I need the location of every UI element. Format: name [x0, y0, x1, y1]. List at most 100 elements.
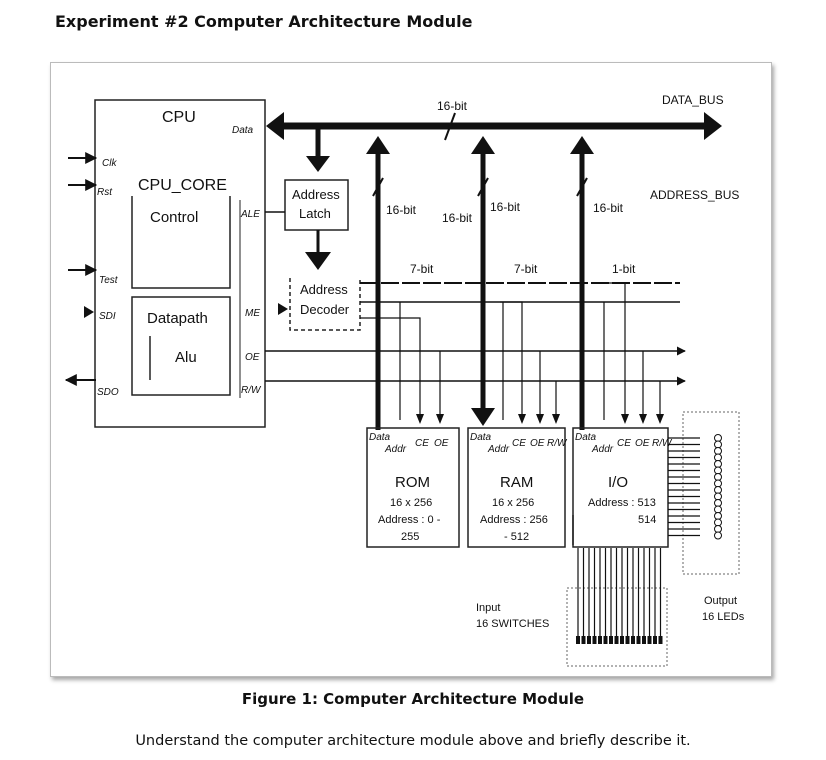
io-box [572, 427, 669, 548]
rom-width-label: 16-bit [386, 203, 417, 217]
ram-address-2: - 512 [504, 531, 529, 543]
led-output-lines [668, 434, 722, 540]
sdi-label: SDI [99, 311, 116, 322]
io-addr-width: 1-bit [612, 262, 636, 276]
led-icon [714, 453, 722, 462]
ram-pin-data: Data [470, 432, 492, 443]
ce-line-rom [360, 317, 421, 420]
led-icon [714, 473, 722, 481]
io-name: I/O [608, 474, 628, 491]
io-address-1: Address : 513 [588, 497, 656, 509]
cpu-core-label: CPU_CORE [138, 177, 227, 194]
address-decoder-box [289, 278, 361, 331]
data-bus-width-slash [444, 112, 456, 141]
led-icon [714, 486, 722, 494]
switch-icon [647, 636, 652, 644]
ram-data-arrow-top [471, 136, 495, 154]
data-bus-arrow-right [704, 112, 722, 140]
switch-icon [598, 636, 602, 644]
datapath-label: Datapath [147, 310, 208, 327]
cpu-box [94, 99, 266, 428]
io-pin-rw: R/W [652, 438, 673, 449]
io-data-arrow [570, 136, 594, 154]
pin-arrowheads [416, 414, 664, 424]
data-bus-width-label: 16-bit [437, 99, 468, 113]
cpu-port-me: ME [245, 308, 260, 319]
ram-pin-rw: R/W [547, 438, 568, 449]
output-label-2: 16 LEDs [702, 611, 745, 623]
switch-icon [658, 636, 663, 644]
io-width-slash [576, 177, 588, 197]
test-label: Test [99, 275, 119, 286]
led-icon [714, 492, 722, 501]
latch-to-decoder-head [305, 252, 331, 270]
input-label-1: Input [476, 602, 500, 614]
switch-icon [581, 636, 586, 644]
led-icon [714, 512, 722, 520]
rom-address-1: Address : 0 - [378, 514, 441, 526]
output-label-1: Output [704, 595, 737, 607]
rom-addr-width: 7-bit [410, 262, 434, 276]
led-icon [714, 447, 722, 455]
switch-input-lines [576, 548, 663, 644]
ram-pin-ce: CE [512, 438, 526, 449]
switch-icon [576, 636, 580, 644]
led-icon [714, 440, 722, 449]
data-bus-arrow-left [266, 112, 284, 140]
ram-pin-oe: OE [530, 438, 545, 449]
address-decoder-label-1: Address [300, 282, 348, 297]
sdo-label: SDO [97, 387, 119, 398]
ram-data-arrow-bottom [471, 408, 495, 426]
rom-box [366, 427, 460, 548]
rst-label: Rst [97, 187, 113, 198]
switch-icon [653, 636, 657, 644]
led-icon [714, 525, 722, 533]
rom-pin-oe: OE [434, 438, 449, 449]
io-pin-addr: Addr [591, 444, 614, 455]
cpu-port-ale: ALE [240, 209, 260, 220]
led-icon [714, 531, 722, 540]
cpu-port-rw: R/W [241, 385, 262, 396]
cpu-title: CPU [162, 109, 196, 126]
switch-icon [636, 636, 641, 644]
io-width-label: 16-bit [593, 201, 624, 215]
sdi-arrow [84, 306, 94, 318]
ram-size: 16 x 256 [492, 497, 534, 509]
rom-data-arrow [366, 136, 390, 154]
led-icon [714, 505, 722, 514]
figure-frame [50, 62, 772, 677]
ram-width-slash [477, 177, 489, 197]
input-label-2: 16 SWITCHES [476, 618, 549, 630]
io-pin-data: Data [575, 432, 597, 443]
address-decoder-label-2: Decoder [300, 302, 350, 317]
address-latch-label-1: Address [292, 187, 340, 202]
me-arrow [278, 303, 288, 315]
switch-icon [587, 636, 591, 644]
io-pin-ce: CE [617, 438, 631, 449]
switch-icon [631, 636, 635, 644]
rom-pin-ce: CE [415, 438, 429, 449]
led-icon [714, 434, 722, 442]
cpu-port-data: Data [232, 125, 254, 136]
io-address-2: 514 [638, 514, 656, 526]
cpu-port-oe: OE [245, 352, 260, 363]
rom-pin-addr: Addr [384, 444, 407, 455]
switch-icon [592, 636, 597, 644]
address-latch-label-2: Latch [299, 206, 331, 221]
switch-icon [614, 636, 619, 644]
switch-icon [625, 636, 630, 644]
control-box [131, 196, 231, 289]
led-icon [714, 518, 722, 527]
rom-width-slash [372, 177, 384, 197]
led-icon [714, 479, 722, 488]
clk-label: Clk [102, 158, 117, 169]
switch-icon [620, 636, 624, 644]
ram-width-label: 16-bit [490, 200, 521, 214]
ram-addr-width: 7-bit [514, 262, 538, 276]
led-icon [714, 460, 722, 468]
instruction-text: Understand the computer architecture mod… [135, 733, 691, 749]
data-bus-label: DATA_BUS [662, 93, 724, 107]
rom-size: 16 x 256 [390, 497, 432, 509]
ram-box [467, 427, 566, 548]
